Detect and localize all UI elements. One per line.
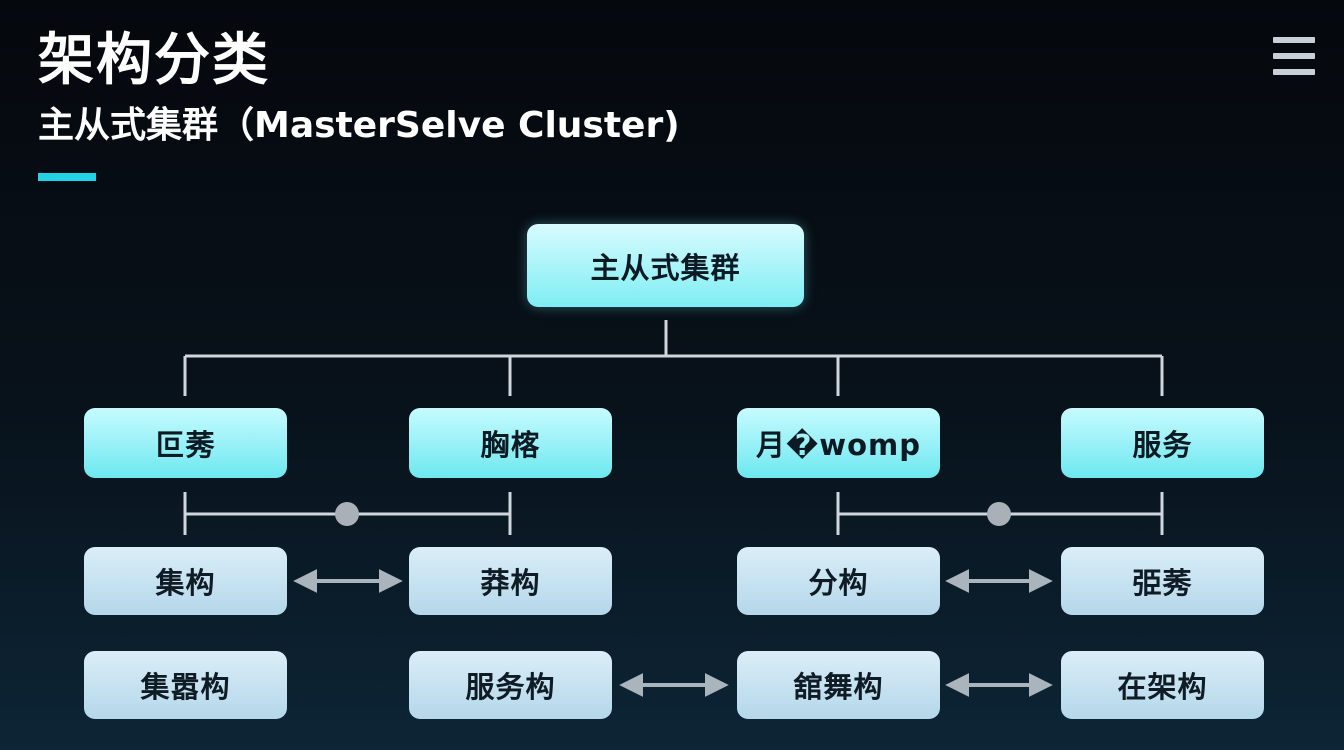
sub-node-row1-3: 分构	[737, 547, 940, 615]
sub-node-row2-2: 服务构	[409, 651, 612, 719]
sub-node-row2-1: 集嚣构	[84, 651, 287, 719]
page-subtitle: 主从式集群（MasterSelve Cluster)	[38, 105, 680, 146]
sub-node-row1-1: 集构	[84, 547, 287, 615]
hamburger-menu-icon[interactable]	[1273, 37, 1315, 75]
menu-line	[1273, 37, 1315, 43]
sub-node-row2-3: 舘舞构	[737, 651, 940, 719]
menu-line	[1273, 69, 1315, 75]
sub-node-row1-2: 莽构	[409, 547, 612, 615]
root-node: 主从式集群	[527, 224, 804, 307]
bracket-dot	[987, 502, 1011, 526]
category-node-2: 胸楁	[409, 408, 612, 478]
menu-line	[1273, 53, 1315, 59]
category-node-4: 服务	[1061, 408, 1264, 478]
sub-node-row2-4: 在架构	[1061, 651, 1264, 719]
sub-node-row1-4: 弫莠	[1061, 547, 1264, 615]
page-title: 架构分类	[38, 28, 270, 93]
category-node-3: 月�womp	[737, 408, 940, 478]
category-node-1: 叵莠	[84, 408, 287, 478]
accent-underline	[38, 173, 96, 181]
bracket-dot	[335, 502, 359, 526]
